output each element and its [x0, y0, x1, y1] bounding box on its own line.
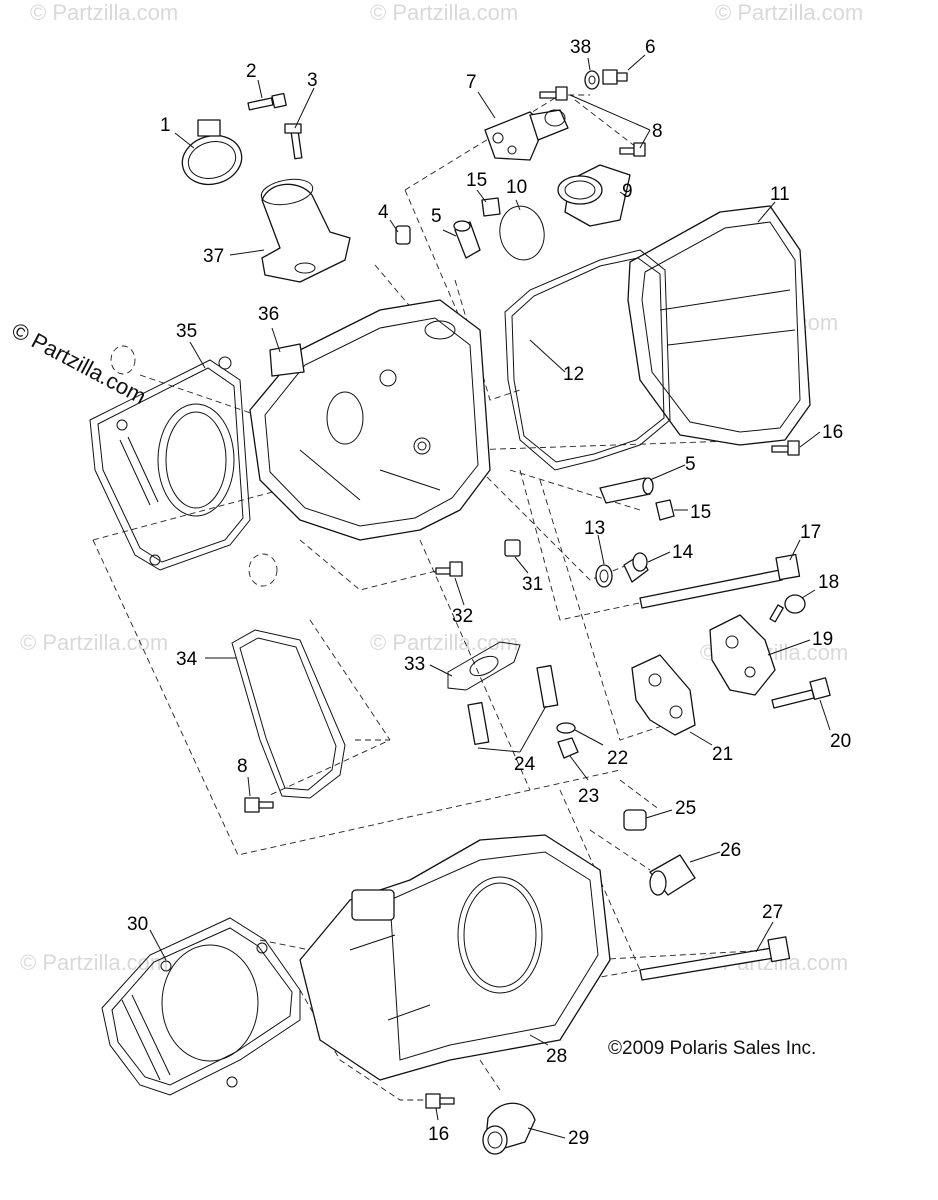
part-bushing — [504, 539, 521, 557]
part-hose-clamp — [181, 119, 243, 186]
part-elbow-fitting — [484, 109, 569, 161]
callout-label: 20 — [830, 731, 851, 752]
part-disc — [499, 205, 545, 261]
callout-label: 24 — [514, 754, 536, 775]
part-screw — [247, 92, 287, 111]
part-washer — [584, 70, 600, 90]
part-bracket — [631, 654, 696, 736]
callout-label: 18 — [818, 572, 839, 593]
callout-label: 3 — [307, 70, 318, 91]
part-exhaust-gasket — [447, 641, 521, 691]
callout-label: 8 — [237, 756, 248, 777]
part-bolt — [435, 561, 463, 577]
callout-label: 23 — [578, 786, 599, 807]
part-base-gasket — [101, 917, 301, 1096]
callout-label: 4 — [378, 202, 389, 223]
part-valve-guide — [599, 477, 654, 504]
part-dowel-pin — [395, 225, 411, 245]
part-elbow — [482, 1102, 536, 1155]
callout-label: 8 — [652, 121, 663, 142]
part-long-bolt — [639, 936, 791, 981]
part-carb-adapter — [557, 164, 631, 227]
watermark-main: © Partzilla.com — [8, 317, 151, 409]
part-bolt — [539, 86, 646, 157]
part-valve-seal — [655, 499, 675, 521]
callout-label: 1 — [160, 115, 171, 136]
callout-label: 17 — [800, 522, 821, 543]
callout-label: 31 — [522, 574, 543, 595]
callout-label: 26 — [720, 840, 741, 861]
callout-label: 10 — [506, 177, 527, 198]
part-screw — [284, 123, 303, 160]
callout-label: 5 — [685, 454, 696, 475]
part-o-ring — [595, 564, 613, 588]
callout-label: 32 — [452, 606, 473, 627]
part-fitting — [649, 854, 696, 896]
callout-label: 29 — [568, 1128, 589, 1149]
callout-label: 16 — [822, 422, 843, 443]
watermark: © Partzilla.com — [20, 630, 168, 655]
part-valve-cover — [627, 205, 811, 446]
callout-label: 15 — [690, 502, 711, 523]
part-bracket — [709, 614, 776, 696]
part-nut — [557, 737, 579, 759]
part-bolt — [771, 440, 800, 456]
part-studs — [467, 664, 559, 746]
callout-label: 2 — [246, 61, 257, 82]
callout-label: 35 — [176, 321, 197, 342]
part-head-gasket — [89, 356, 251, 571]
part-cylinder — [299, 834, 611, 1081]
callout-label: 19 — [812, 629, 833, 650]
callout-label: 34 — [176, 649, 198, 670]
watermark: © Partzilla.com — [30, 0, 178, 25]
callout-label: 12 — [563, 364, 584, 385]
copyright-notice: ©2009 Polaris Sales Inc. — [608, 1038, 816, 1059]
part-intake-boot — [260, 178, 351, 283]
callout-label: 6 — [645, 37, 656, 58]
part-cylinder-head — [249, 299, 491, 541]
callout-label: 36 — [258, 304, 279, 325]
callout-label: 30 — [127, 914, 148, 935]
part-long-bolt — [639, 553, 801, 609]
callout-label: 15 — [466, 170, 487, 191]
part-bolt — [769, 594, 806, 623]
part-cover-gasket — [504, 249, 671, 471]
part-bolt — [425, 1093, 455, 1109]
part-bolt — [602, 69, 628, 85]
callout-label: 25 — [675, 798, 696, 819]
watermark: © Partzilla.com — [370, 630, 518, 655]
callout-label: 5 — [431, 206, 442, 227]
part-dowel-ring — [110, 345, 278, 587]
part-bushing — [623, 809, 647, 831]
part-washer — [556, 722, 576, 734]
part-valve-seal — [481, 197, 501, 217]
part-plug — [623, 552, 649, 583]
part-bolt — [244, 797, 274, 813]
callout-label: 7 — [466, 72, 477, 93]
part-bolt — [771, 677, 831, 709]
callout-label: 28 — [546, 1046, 567, 1067]
watermark: © Partzilla.com — [715, 0, 863, 25]
callout-label: 37 — [203, 246, 224, 267]
watermark: © Partzilla.com — [370, 0, 518, 25]
callout-label: 22 — [607, 748, 628, 769]
callout-label: 13 — [584, 518, 605, 539]
callout-labels: 1 2 3 37 4 5 15 10 7 38 6 8 9 11 12 16 3… — [127, 37, 851, 1149]
part-side-gasket — [231, 629, 346, 799]
callout-label: 38 — [570, 37, 591, 58]
callout-label: 11 — [770, 184, 790, 205]
callout-label: 14 — [672, 542, 694, 563]
part-valve-guide — [453, 220, 481, 259]
callout-label: 27 — [762, 902, 783, 923]
callout-label: 33 — [404, 654, 425, 675]
callout-label: 9 — [622, 181, 633, 202]
callout-label: 21 — [712, 744, 733, 765]
callout-label: 16 — [428, 1124, 449, 1145]
callout-leaders — [149, 54, 831, 1139]
